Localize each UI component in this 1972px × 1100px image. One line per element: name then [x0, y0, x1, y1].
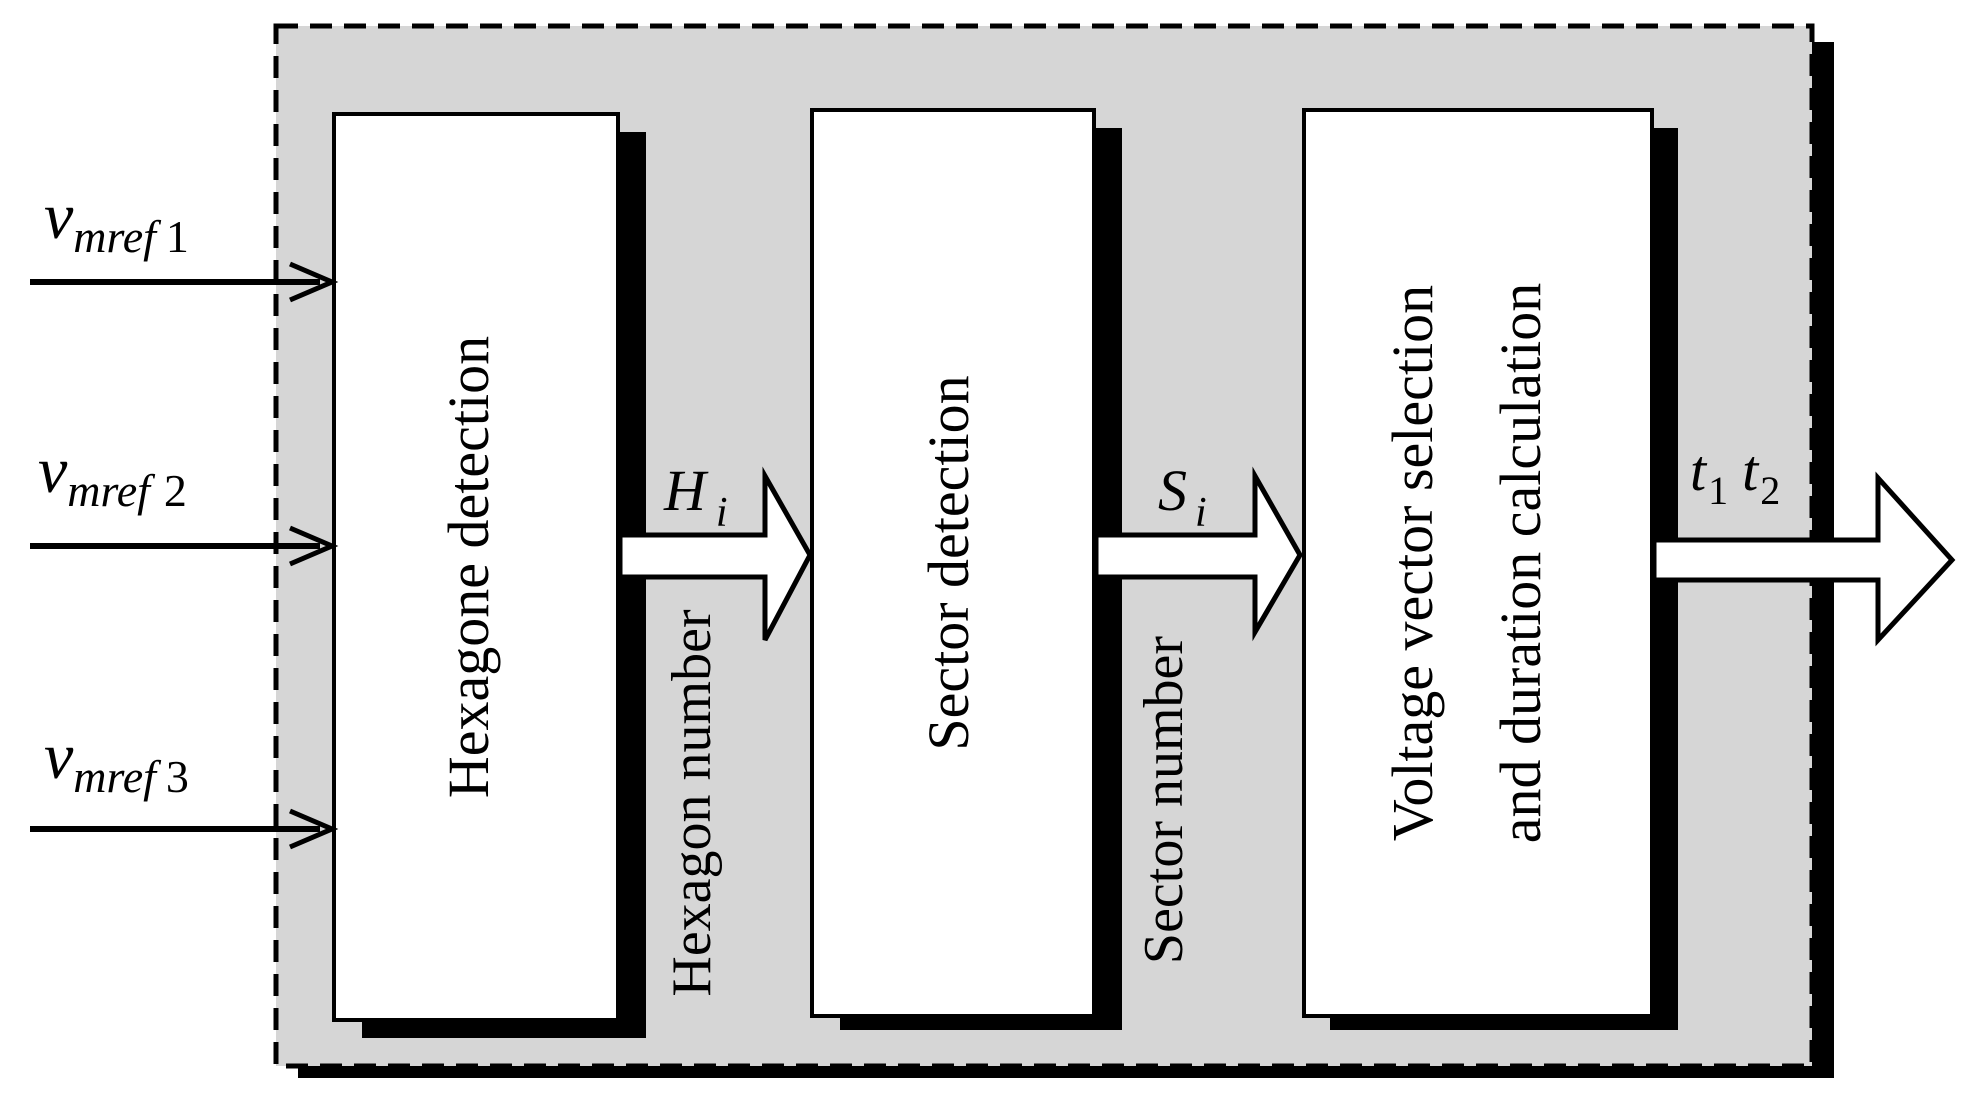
input-3-var: v	[44, 720, 74, 793]
input-arrow-3	[30, 808, 339, 850]
output-t1: t	[1690, 438, 1708, 503]
output-t1-sub: 1	[1708, 468, 1728, 513]
input-1-var: v	[44, 180, 74, 253]
input-1-sub: mref	[73, 211, 162, 262]
sector-detection-block: Sector detection	[810, 108, 1122, 1030]
voltage-vector-block: Voltage vector selection and duration ca…	[1302, 108, 1678, 1030]
sector-block-box	[810, 108, 1096, 1018]
hexagon-block-label: Hexagone detection	[436, 336, 501, 798]
output-t2-sub: 2	[1760, 468, 1780, 513]
input-arrow-1	[30, 261, 339, 303]
voltage-block-label-line2: and duration calculation	[1488, 283, 1553, 843]
hexagon-number-caption: Hexagon number	[661, 609, 723, 997]
hexagon-detection-block: Hexagone detection	[332, 112, 646, 1038]
sector-signal-var: S	[1158, 458, 1187, 523]
input-2-sub: mref	[67, 465, 156, 516]
hexagon-signal-var: H	[663, 458, 709, 523]
output-t2: t	[1742, 438, 1760, 503]
voltage-block-box	[1302, 108, 1654, 1018]
output-arrow	[1651, 471, 1956, 647]
hexagon-to-sector-arrow	[617, 466, 813, 642]
input-2-num: 2	[164, 465, 187, 516]
sector-block-label: Sector detection	[916, 375, 981, 750]
input-1-num: 1	[166, 211, 189, 262]
input-3-sub: mref	[73, 751, 162, 802]
input-2-var: v	[38, 434, 68, 507]
input-3-num: 3	[166, 751, 189, 802]
sector-signal-sub: i	[1195, 490, 1207, 536]
sector-to-voltage-arrow	[1093, 466, 1303, 642]
voltage-block-label-line1: Voltage vector selection	[1380, 285, 1445, 841]
input-arrow-2	[30, 525, 339, 567]
sector-number-caption: Sector number	[1133, 636, 1195, 964]
hexagon-signal-sub: i	[716, 490, 728, 536]
